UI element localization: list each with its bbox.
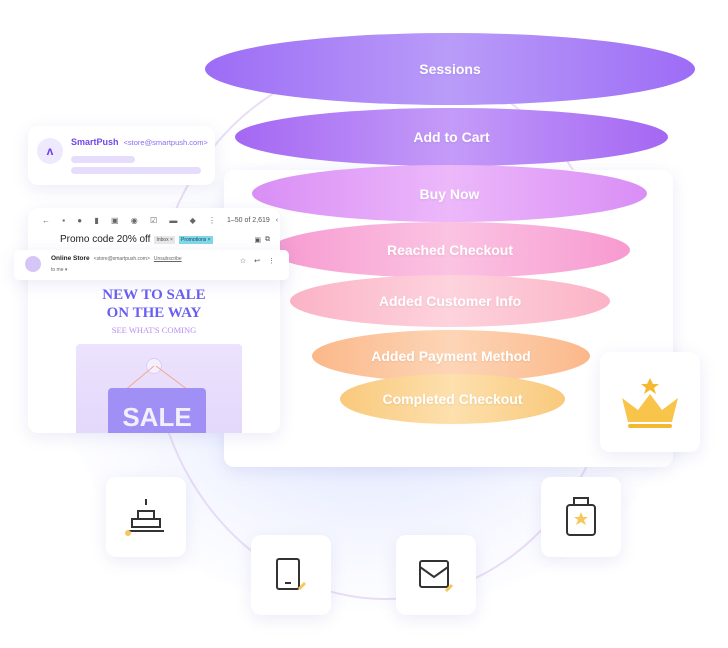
jar-card bbox=[541, 477, 621, 557]
message-actions: ☆ ↩ ⋮ bbox=[240, 257, 275, 265]
funnel-stage-buy-now: Buy Now bbox=[252, 165, 647, 222]
from-line: Online Store <store@smartpush.com> Unsub… bbox=[51, 255, 182, 262]
cake-card bbox=[106, 477, 186, 557]
email-edit-card bbox=[396, 535, 476, 615]
cake-icon bbox=[125, 499, 164, 536]
stage-label: Added Customer Info bbox=[378, 293, 522, 309]
label-promotions[interactable]: Promotions × bbox=[178, 235, 213, 244]
to-recipient[interactable]: to me ▾ bbox=[51, 267, 68, 273]
subheadline: SEE WHAT'S COMING bbox=[111, 325, 197, 335]
from-email: <store@smartpush.com> bbox=[93, 255, 150, 262]
email-toolbar-row: ← ▪ ● ▮ ▣ ◉ ☑ ▬ ◆ ⋮ 1–50 of 2,619 ‹ › bbox=[42, 216, 280, 225]
stage-label: Reached Checkout bbox=[386, 242, 514, 258]
smartpush-logo-icon: ʌ bbox=[37, 138, 63, 164]
open-external-icon[interactable]: ⧉ bbox=[265, 235, 270, 243]
more-icon[interactable]: ⋮ bbox=[268, 258, 275, 265]
sender-name: SmartPush bbox=[71, 137, 119, 147]
funnel-stage-added-payment-method: Added Payment Method bbox=[312, 330, 590, 382]
email-subject-row: Promo code 20% off Inbox × Promotions × … bbox=[60, 234, 270, 245]
stage-label: Completed Checkout bbox=[382, 391, 523, 407]
sender-card: ʌ SmartPush <store@smartpush.com> bbox=[28, 126, 215, 185]
pager-arrows[interactable]: ‹ › bbox=[275, 217, 280, 224]
sender-email: <store@smartpush.com> bbox=[123, 137, 208, 147]
headline-line: NEW TO SALE bbox=[102, 287, 206, 303]
stage-label: Buy Now bbox=[419, 185, 480, 202]
star-icon[interactable]: ☆ bbox=[239, 258, 247, 265]
from-name: Online Store bbox=[51, 255, 90, 262]
placeholder-line bbox=[71, 167, 201, 174]
sale-sign: SALE bbox=[108, 388, 206, 433]
tablet-edit-icon bbox=[276, 558, 307, 591]
print-icon[interactable]: ▣ bbox=[254, 236, 261, 244]
email-sender-bar: Online Store <store@smartpush.com> Unsub… bbox=[14, 250, 289, 280]
envelope-edit-icon bbox=[419, 560, 454, 593]
store-avatar bbox=[25, 256, 41, 272]
funnel-stage-sessions: Sessions bbox=[205, 33, 695, 105]
crown-icon bbox=[622, 378, 678, 428]
unsubscribe-link[interactable]: Unsubscribe bbox=[153, 255, 182, 262]
sender-line: SmartPush <store@smartpush.com> bbox=[71, 137, 208, 147]
funnel-stage-added-customer-info: Added Customer Info bbox=[290, 275, 610, 327]
stage-label: Add to Cart bbox=[413, 129, 490, 145]
sale-image: SALE bbox=[76, 344, 242, 433]
funnel-stage-reached-checkout: Reached Checkout bbox=[270, 222, 630, 278]
label-inbox[interactable]: Inbox × bbox=[154, 235, 175, 244]
headline-line: ON THE WAY bbox=[106, 305, 202, 321]
funnel-stage-add-to-cart: Add to Cart bbox=[235, 108, 668, 166]
funnel-stage-completed-checkout: Completed Checkout bbox=[340, 374, 565, 424]
star-jar-icon bbox=[566, 497, 596, 536]
reply-icon[interactable]: ↩ bbox=[254, 258, 260, 265]
sale-text: SALE bbox=[122, 402, 192, 432]
crown-card bbox=[600, 352, 700, 452]
stage-label: Sessions bbox=[419, 61, 481, 77]
headline: NEW TO SALE ON THE WAY bbox=[28, 286, 280, 322]
email-toolbar: ← ▪ ● ▮ ▣ ◉ ☑ ▬ ◆ ⋮ bbox=[42, 216, 221, 225]
tablet-edit-card bbox=[251, 535, 331, 615]
placeholder-line bbox=[71, 156, 135, 163]
email-subject: Promo code 20% off bbox=[60, 234, 151, 245]
pagination: 1–50 of 2,619 bbox=[226, 217, 270, 224]
email-preview: ← ▪ ● ▮ ▣ ◉ ☑ ▬ ◆ ⋮ 1–50 of 2,619 ‹ › Pr… bbox=[28, 208, 280, 433]
stage-label: Added Payment Method bbox=[371, 348, 531, 364]
